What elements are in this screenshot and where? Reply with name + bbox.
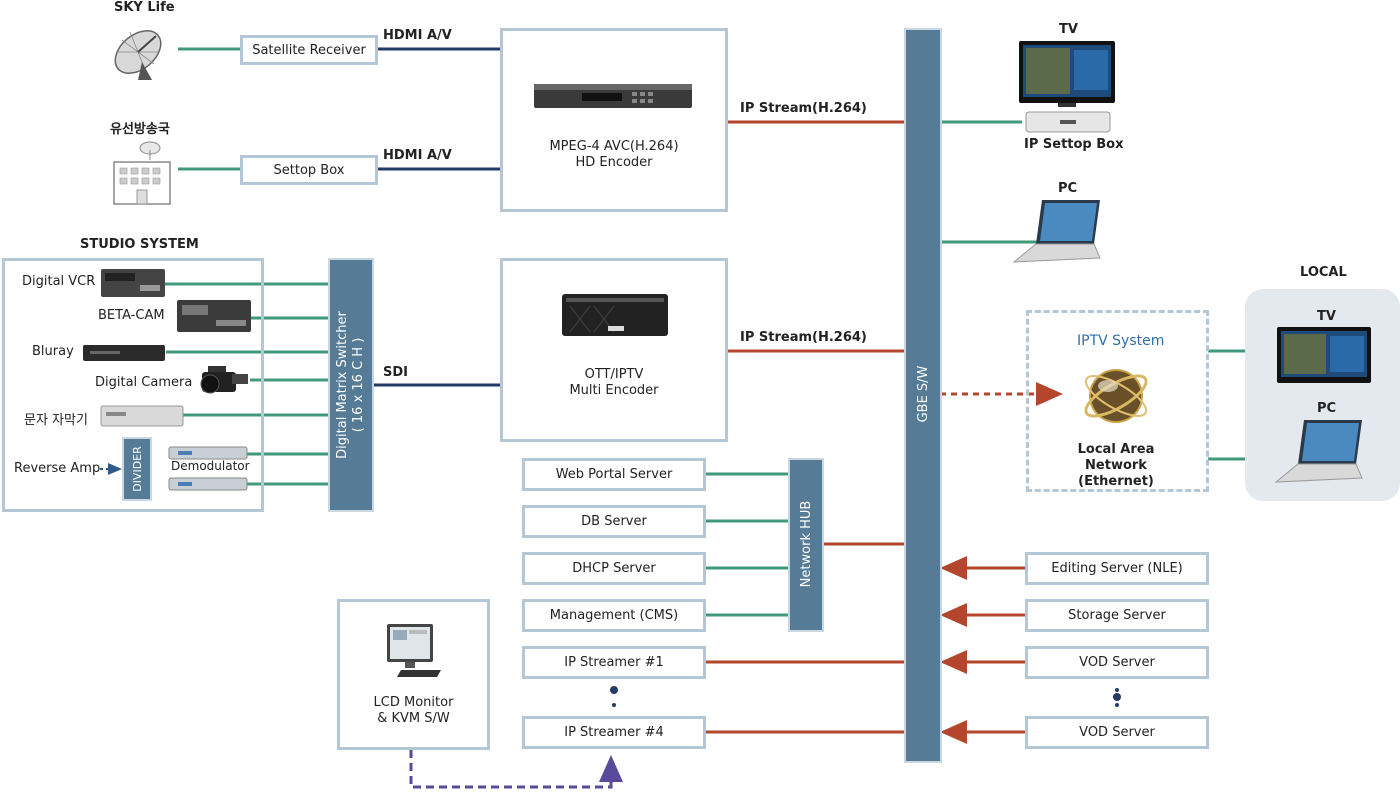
mpeg-encoder-label: MPEG-4 AVC(H.264) HD Encoder [549, 139, 679, 170]
local-tv-icon [1277, 327, 1371, 383]
satellite-receiver-box: Satellite Receiver [240, 35, 378, 65]
ott-encoder-label: OTT/IPTV Multi Encoder [569, 367, 659, 398]
demodulator-label: Demodulator [171, 459, 250, 473]
local-pc-label: PC [1317, 401, 1337, 416]
encoder-rack-icon [534, 84, 692, 108]
reverse-amp-label: Reverse Amp [14, 461, 101, 476]
gbe-switch-label: GBE S/W [915, 365, 931, 423]
ellipsis-dot [1115, 688, 1119, 692]
ip-streamer-1-box: IP Streamer #1 [522, 646, 706, 679]
sky-life-title: SKY Life [114, 0, 175, 15]
building-icon [113, 141, 171, 205]
editing-server-box: Editing Server (NLE) [1025, 552, 1209, 585]
matrix-switcher-bar [328, 258, 374, 512]
ellipsis-dot [612, 703, 616, 707]
local-title: LOCAL [1300, 265, 1347, 280]
ellipsis-dot [610, 686, 618, 694]
demodulator-icon-top [168, 446, 248, 460]
ip-streamer-4-box: IP Streamer #4 [522, 716, 706, 749]
storage-server-box: Storage Server [1025, 599, 1209, 632]
gbe-switch-bar [904, 28, 942, 763]
ip-stream-label-2: IP Stream(H.264) [740, 330, 867, 345]
mpeg-encoder-box: MPEG-4 AVC(H.264) HD Encoder [500, 28, 728, 212]
digital-vcr-label: Digital VCR [22, 274, 96, 289]
ip-settop-label: IP Settop Box [1024, 137, 1124, 152]
settop-box: Settop Box [240, 155, 378, 185]
bluray-label: Bluray [32, 344, 74, 359]
web-portal-server-box: Web Portal Server [522, 458, 706, 491]
ellipsis-dot [1115, 703, 1119, 707]
network-hub-bar [788, 458, 824, 632]
kvm-box: LCD Monitor & KVM S/W [337, 599, 490, 750]
caption-generator-label: 문자 자막기 [24, 413, 88, 428]
matrix-switcher-label: Digital Matrix Switcher ( 16 x 16 C H ) [335, 311, 366, 459]
tv-icon [1019, 41, 1115, 133]
management-cms-box: Management (CMS) [522, 599, 706, 632]
ott-encoder-box: OTT/IPTV Multi Encoder [500, 258, 728, 442]
divider-label: DIVIDER [130, 446, 144, 492]
tv-label: TV [1059, 22, 1078, 37]
globe-icon [1084, 369, 1148, 423]
vod-server-1-box: VOD Server [1025, 646, 1209, 679]
camera-icon [200, 366, 248, 394]
multi-encoder-icon [562, 294, 668, 336]
dhcp-server-box: DHCP Server [522, 552, 706, 585]
betacam-icon [177, 300, 251, 332]
local-laptop-icon [1274, 420, 1363, 483]
demodulator-icon-bottom [168, 477, 248, 491]
digital-camera-label: Digital Camera [95, 375, 193, 390]
hdmi-label-2: HDMI A/V [383, 148, 452, 163]
vcr-icon [101, 269, 165, 297]
local-tv-label: TV [1317, 309, 1336, 324]
divider-box [122, 437, 152, 501]
sdi-label: SDI [383, 365, 408, 380]
db-server-box: DB Server [522, 505, 706, 538]
iptv-system-frame [1026, 310, 1209, 492]
laptop-icon [1012, 200, 1101, 263]
network-hub-label: Network HUB [798, 500, 814, 588]
cable-station-title: 유선방송국 [110, 122, 170, 137]
vod-server-2-box: VOD Server [1025, 716, 1209, 749]
satellite-dish-icon [114, 30, 162, 80]
ip-stream-label-1: IP Stream(H.264) [740, 101, 867, 116]
line-kvm-streamer [409, 750, 623, 789]
hdmi-label-1: HDMI A/V [383, 28, 452, 43]
iptv-system-title: IPTV System [1077, 333, 1165, 349]
studio-frame [2, 258, 264, 512]
kvm-label: LCD Monitor & KVM S/W [373, 695, 454, 726]
monitor-icon [387, 624, 441, 677]
pc-label: PC [1058, 181, 1078, 196]
lan-label: Local Area Network (Ethernet) [1077, 442, 1155, 489]
betacam-label: BETA-CAM [98, 308, 165, 323]
ellipsis-dot [1113, 693, 1121, 701]
bluray-icon [83, 345, 165, 361]
caption-generator-icon [100, 405, 184, 427]
studio-title: STUDIO SYSTEM [80, 237, 199, 252]
